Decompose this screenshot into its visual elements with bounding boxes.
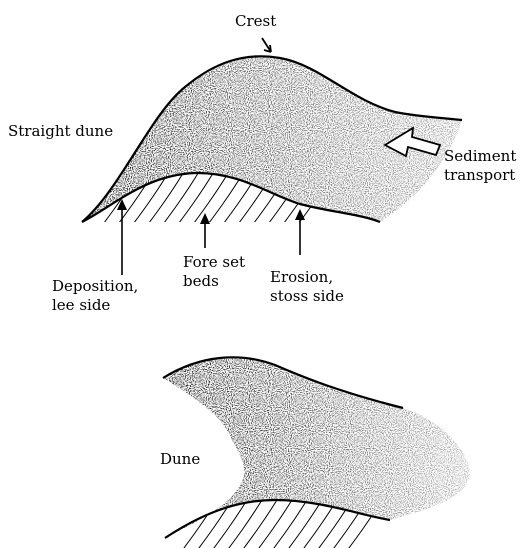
deposition-lee-label: Deposition, lee side — [52, 277, 138, 315]
erosion-stoss-label-line-2: stoss side — [270, 287, 344, 306]
straight-dune-label: Straight dune — [8, 122, 113, 141]
erosion-stoss-label: Erosion, stoss side — [270, 268, 344, 306]
foreset-beds-label-line-1: Fore set — [183, 253, 245, 272]
crest-label: Crest — [235, 12, 276, 31]
crest-arrow-icon — [262, 38, 271, 52]
deposition-arrow-icon — [117, 199, 127, 275]
sediment-transport-label: Sediment transport — [444, 147, 516, 185]
foreset-beds-label: Fore set beds — [183, 253, 245, 291]
straight-dune-figure — [82, 38, 462, 275]
deposition-lee-label-line-1: Deposition, — [52, 277, 138, 296]
bottom-dune-sand-body — [163, 357, 470, 538]
dune-label: Dune — [160, 450, 200, 469]
curved-dune-figure — [163, 357, 470, 548]
erosion-stoss-label-line-1: Erosion, — [270, 268, 344, 287]
foreset-arrow-icon — [200, 213, 210, 248]
foreset-beds-label-line-2: beds — [183, 272, 245, 291]
sediment-transport-label-line-2: transport — [444, 166, 516, 185]
sediment-transport-label-line-1: Sediment — [444, 147, 516, 166]
deposition-lee-label-line-2: lee side — [52, 296, 138, 315]
